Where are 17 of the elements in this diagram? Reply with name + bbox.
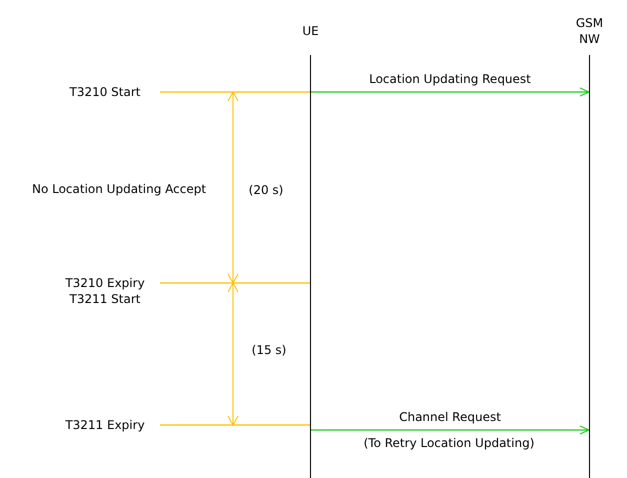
participant-label: UE	[302, 23, 319, 39]
participant-label: GSM NW	[576, 15, 604, 47]
edge-label: Location Updating Request	[369, 71, 531, 87]
timer-event-label: T3211 Start	[68, 291, 142, 307]
event-line	[160, 91, 310, 93]
message-note: (To Retry Location Updating)	[364, 435, 534, 451]
annotation-text: No Location Updating Accept	[32, 181, 206, 197]
message-arrow	[311, 425, 590, 435]
message-arrow	[311, 87, 590, 97]
event-line	[160, 424, 310, 426]
event-line	[160, 282, 310, 284]
timer-event-label: T3210 Expiry	[64, 275, 146, 291]
duration-label: (20 s)	[248, 182, 284, 198]
timer-event-label: T3210 Start	[68, 84, 142, 100]
edge-label: Channel Request	[399, 409, 501, 425]
duration-label: (15 s)	[252, 342, 286, 358]
timer-event-label: T3211 Expiry	[64, 417, 146, 433]
